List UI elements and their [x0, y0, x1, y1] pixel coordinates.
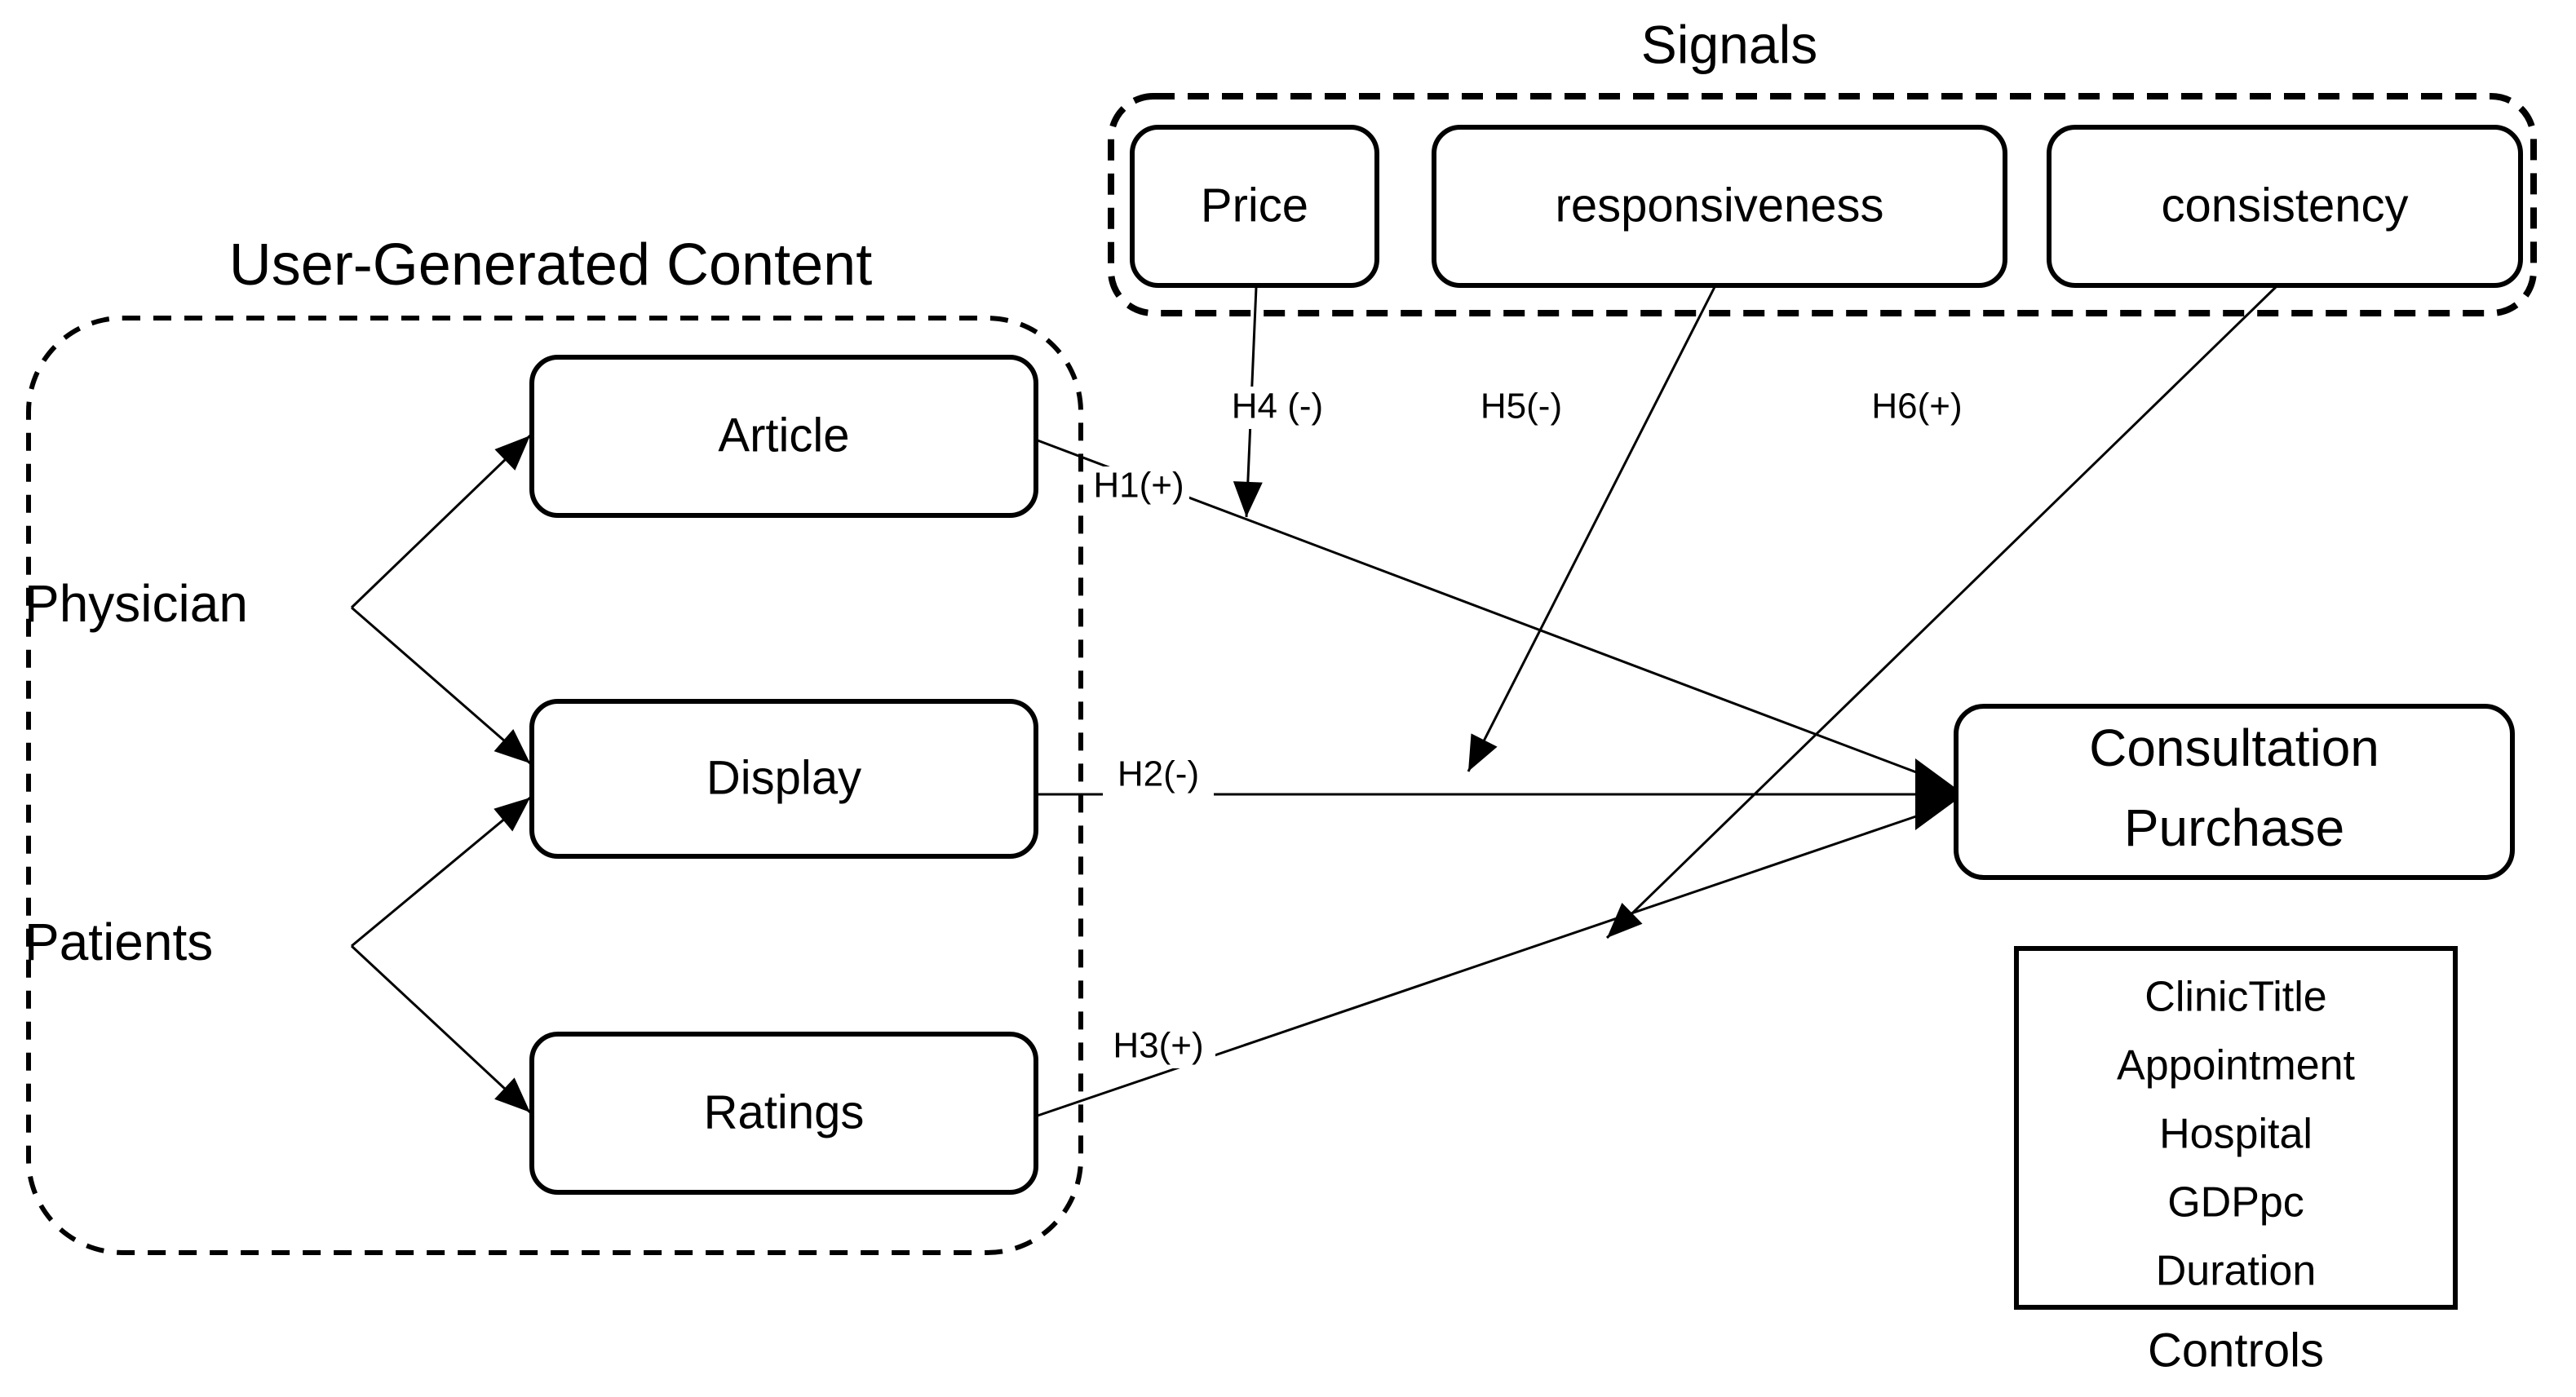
display-label: Display: [706, 751, 861, 804]
controls-item-gdppc: GDPpc: [2167, 1179, 2304, 1227]
ugc-dashed-container: [26, 316, 1083, 1255]
consultation-purchase-box: [1954, 704, 2515, 880]
controls-box: [2014, 946, 2458, 1310]
physician-label: Physician: [24, 574, 248, 633]
h3-label-bg: [1101, 1026, 1215, 1068]
responsiveness-box: [1432, 125, 2007, 288]
ratings-box: [529, 1032, 1038, 1195]
controls-item-duration: Duration: [2156, 1248, 2317, 1295]
signals-title: Signals: [1641, 14, 1817, 74]
patients-label: Patients: [24, 913, 213, 971]
consistency-label: consistency: [2161, 179, 2408, 232]
display-box: [529, 699, 1038, 859]
h6-label: H6(+): [1871, 387, 1962, 427]
h3-label: H3(+): [1113, 1026, 1203, 1066]
patients-to-ratings-arrow: [350, 944, 532, 1114]
h2-label-bg: [1103, 755, 1214, 796]
h6-label-bg: [1855, 387, 1979, 429]
controls-group: ClinicTitle Appointment Hospital GDPpc D…: [2014, 946, 2458, 1377]
patients-to-display-arrow: [351, 796, 531, 948]
hypothesis-labels: H1(+) H2(-) H3(+) H4 (-) H5(-) H6(+): [1090, 387, 1979, 1068]
converging-arrowhead-icon: [1915, 758, 1964, 830]
controls-item-clinictitle: ClinicTitle: [2144, 974, 2326, 1021]
controls-caption: Controls: [2148, 1324, 2324, 1377]
price-box: [1130, 125, 1379, 288]
signals-dashed-container: [1108, 93, 2537, 316]
h4-label-bg: [1206, 387, 1349, 429]
h1-label-bg: [1090, 466, 1189, 507]
h4-label: H4 (-): [1232, 387, 1323, 427]
controls-item-hospital: Hospital: [2159, 1111, 2313, 1158]
controls-item-appointment: Appointment: [2117, 1042, 2356, 1090]
h1-label: H1(+): [1093, 466, 1184, 506]
h5-label: H5(-): [1481, 387, 1562, 427]
h6-arrow-consistency: [1605, 285, 2277, 939]
h3-path-ratings-to-purchase: [1037, 814, 1919, 1117]
signals-group: Signals Price responsiveness consistency: [1108, 14, 2537, 316]
responsiveness-label: responsiveness: [1556, 179, 1884, 232]
h5-label-bg: [1460, 387, 1582, 429]
article-label: Article: [718, 409, 849, 462]
ugc-group: User-Generated Content Physician Patient…: [24, 232, 1083, 1255]
h2-label: H2(-): [1118, 754, 1199, 794]
price-label: Price: [1201, 179, 1308, 232]
article-box: [529, 355, 1038, 518]
h5-arrow-responsiveness: [1467, 286, 1716, 772]
consistency-box: [2047, 125, 2523, 288]
physician-to-article-arrow: [350, 434, 532, 609]
ratings-label: Ratings: [704, 1085, 865, 1138]
consultation-label-line2: Purchase: [2124, 798, 2344, 857]
ugc-title: User-Generated Content: [229, 232, 872, 298]
consultation-label-line1: Consultation: [2089, 718, 2379, 777]
outcome-group: Consultation Purchase: [1954, 704, 2515, 880]
physician-to-display-arrow: [351, 606, 531, 765]
